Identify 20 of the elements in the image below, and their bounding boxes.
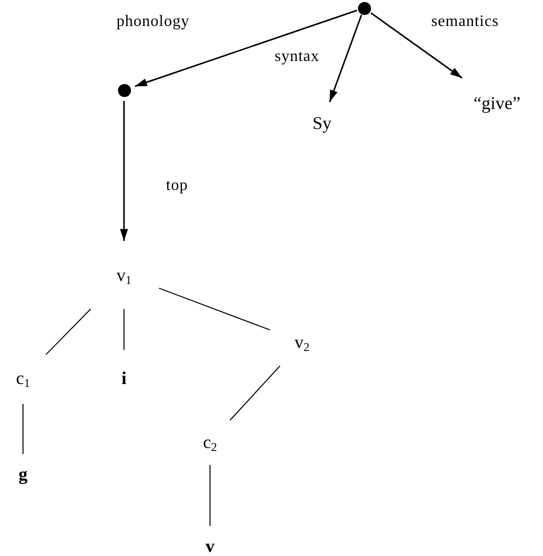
tree-label: i	[121, 369, 126, 387]
tree-label: “give”	[474, 94, 520, 112]
arrow	[134, 10, 358, 87]
tree-branch	[158, 288, 270, 330]
edge-label: top	[164, 178, 190, 194]
tree-label: v	[206, 537, 214, 555]
tree-label: c$_{2}$	[203, 433, 217, 451]
edge-label: syntax	[272, 49, 322, 65]
tree-label: v$_{1}$	[116, 266, 132, 284]
arrow	[120, 101, 128, 241]
tree-branch	[46, 308, 92, 356]
arrow	[370, 12, 462, 79]
tree-label: g	[18, 465, 28, 483]
tree-branch	[22, 404, 24, 454]
tree-branch	[230, 366, 280, 421]
tree-label: v$_{2}$	[294, 333, 310, 351]
tree-label: c$_{1}$	[16, 369, 30, 387]
edge-label: phonology	[114, 14, 192, 30]
tree-label: Sy	[312, 114, 332, 132]
arrow	[328, 14, 362, 102]
